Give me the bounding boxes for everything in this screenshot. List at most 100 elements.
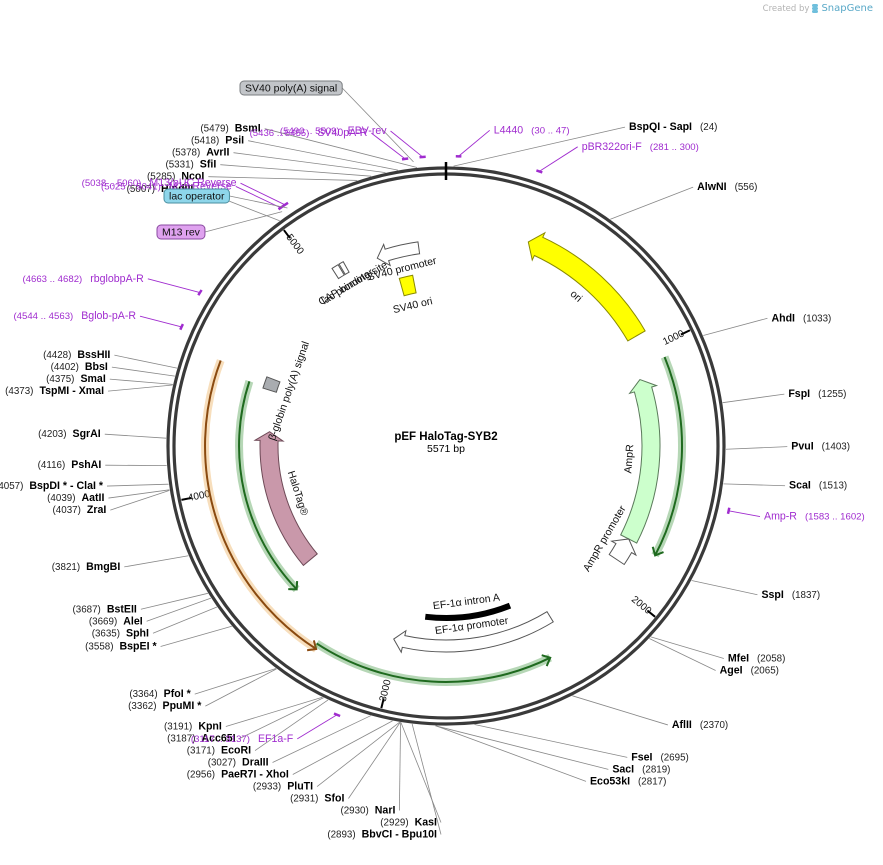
enzyme-label-bbsi[interactable]: (4402)BbsI (51, 361, 108, 373)
enzyme-label-pvui[interactable]: PvuI(1403) (791, 441, 850, 453)
enzyme-label-mfei[interactable]: MfeI(2058) (728, 652, 786, 664)
feature-callout-lac-operator[interactable] (163, 188, 230, 204)
enzyme-label-sphi[interactable]: (3635)SphI (92, 627, 149, 639)
enzyme-name: SapI (670, 121, 692, 133)
enzyme-name: Bpu10I (402, 829, 437, 841)
primer-name: EF1a-F (258, 733, 294, 745)
enzyme-label-psii[interactable]: (5418)PsiI (191, 135, 244, 147)
enzyme-label-alei[interactable]: (3669)AleI (89, 615, 143, 627)
primer-label-m13-puc-reverse[interactable]: (5038 .. 5060)M13/pUC Reverse (82, 177, 237, 189)
enzyme-label-kpni[interactable]: (3191) KpnI (164, 721, 222, 733)
enzyme-label-bspqi[interactable]: BspQI - SapI(24) (629, 121, 717, 133)
enzyme-name: SfiI (200, 159, 217, 171)
feature-label: CAP binding site (316, 259, 389, 308)
enzyme-position: (2930) (340, 806, 368, 817)
enzyme-label-paer7i[interactable]: (2956)PaeR7I - XhoI (187, 769, 289, 781)
enzyme-leader-line (650, 636, 724, 659)
enzyme-label-pshai[interactable]: (4116)PshAI (38, 459, 102, 471)
enzyme-label-bmgbi[interactable]: (3821)BmgBI (52, 561, 121, 573)
enzyme-label-draiii[interactable]: (3027)DraIII (208, 757, 269, 769)
enzyme-label-ppumi[interactable]: (3362)PpuMI * (128, 700, 202, 712)
enzyme-leader-line (114, 354, 178, 369)
enzyme-label-acc65i[interactable]: (3187)Acc65I (167, 733, 236, 745)
primer-range: (3117 .. 3137) (191, 734, 250, 745)
enzyme-name: BspDI * (29, 480, 68, 492)
enzyme-leader-line (725, 446, 788, 450)
enzyme-label-agei[interactable]: AgeI(2065) (720, 664, 779, 676)
enzyme-name: BssHII (77, 349, 110, 361)
enzyme-position: (1255) (818, 389, 846, 400)
enzyme-label-pluti[interactable]: (2933)PluTI (253, 781, 313, 793)
enzyme-name: KpnI (198, 721, 222, 733)
enzyme-label-bspei[interactable]: (3558)BspEI * (85, 640, 157, 652)
enzyme-name: XhoI (266, 769, 289, 781)
enzyme-label-sspi[interactable]: SspI(1837) (761, 589, 820, 601)
tick-mark (380, 698, 385, 709)
enzyme-position: (3669) (89, 616, 117, 627)
enzyme-position: (3687) (73, 604, 101, 615)
enzyme-position: (1513) (819, 481, 847, 492)
enzyme-label-nari[interactable]: (2930)NarI (340, 805, 395, 817)
enzyme-position: (3187) (167, 734, 195, 745)
enzyme-leader-line (435, 725, 587, 782)
enzyme-label-ecori[interactable]: (3171)EcoRI (187, 745, 251, 757)
enzyme-label-fspi[interactable]: FspI(1255) (788, 388, 846, 400)
primer-mark (197, 289, 203, 296)
enzyme-label-bspdi[interactable]: (4057)BspDI * - ClaI * (0, 480, 104, 492)
enzyme-label-aatii[interactable]: (4039)AatII (47, 492, 104, 504)
enzyme-label-pfoi[interactable]: (3364)PfoI * (129, 688, 191, 700)
enzyme-label-tspmi[interactable]: (4373)TspMI - XmaI (5, 385, 104, 397)
enzyme-leader-line (400, 722, 442, 823)
enzyme-label-eco53ki[interactable]: Eco53kI(2817) (590, 775, 666, 787)
enzyme-label-alwni[interactable]: AlwNI(556) (697, 181, 757, 193)
feature-callout-sv40-poly-a-signal[interactable] (239, 80, 343, 96)
enzyme-position: (3191) (164, 722, 192, 733)
enzyme-label-scai[interactable]: ScaI(1513) (789, 480, 847, 492)
enzyme-name: PpuMI * (163, 700, 203, 712)
enzyme-name: EcoRI (221, 745, 251, 757)
enzyme-label-ncoi[interactable]: (5285)NcoI (147, 171, 204, 183)
primer-label-amp-r[interactable]: Amp-R(1583 .. 1602) (764, 511, 865, 523)
enzyme-label-bbvci[interactable]: (2893)BbvCI - Bpu10I (327, 829, 437, 841)
primer-label-ebv-rev[interactable]: (5490 .. 5509)EBV-rev (280, 125, 387, 137)
primer-label-sv40pa-r[interactable]: (5436 .. 5455)SV40pA-R (250, 127, 368, 139)
primer-label-l4440[interactable]: L4440(30 .. 47) (494, 124, 570, 136)
tick-label: 1000 (661, 328, 686, 348)
enzyme-leader-line (703, 317, 768, 336)
enzyme-position: (2931) (290, 794, 318, 805)
enzyme-label-bsteii[interactable]: (3687)BstEII (73, 603, 137, 615)
enzyme-leader-line (111, 366, 175, 377)
enzyme-label-bsshii[interactable]: (4428) BssHII (43, 349, 110, 361)
enzyme-label-fsei[interactable]: FseI(2695) (631, 751, 689, 763)
enzyme-label-sgrai[interactable]: (4203)SgrAI (38, 428, 101, 440)
enzyme-position: (2817) (638, 776, 666, 787)
enzyme-leader-line (691, 580, 758, 596)
green-orf-bottom (316, 642, 551, 683)
enzyme-label-avrii[interactable]: (5378)AvrII (172, 147, 230, 159)
enzyme-label-zrai[interactable]: (4037)ZraI (53, 504, 107, 516)
enzyme-label-bsmi[interactable]: (5479)BsmI (200, 123, 260, 135)
feature-callout-m13-rev[interactable] (156, 224, 206, 240)
enzyme-position: (1033) (803, 313, 831, 324)
enzyme-label-aflii[interactable]: AflII(2370) (672, 719, 728, 731)
enzyme-name: BspQI (629, 121, 660, 133)
enzyme-leader-line (106, 483, 169, 487)
enzyme-position: (3821) (52, 562, 80, 573)
primer-label-pbr322ori-f[interactable]: pBR322ori-F(281 .. 300) (582, 141, 699, 153)
primer-label-bglob-pa-r[interactable]: (4544 .. 4563)Bglob-pA-R (13, 310, 136, 322)
enzyme-position: (4428) (43, 350, 71, 361)
callout-line (204, 211, 283, 233)
primer-leader-line (297, 714, 338, 740)
enzyme-label-ahdi[interactable]: AhdI(1033) (771, 312, 831, 324)
enzyme-leader-line (110, 490, 170, 511)
enzyme-name: BbsI (85, 361, 108, 373)
enzyme-label-smai[interactable]: (4375)SmaI (46, 373, 106, 385)
enzyme-leader-line (292, 720, 393, 775)
primer-label-ef1a-f[interactable]: (3117 .. 3137) EF1a-F (191, 733, 294, 745)
primer-label-rbglobpa-r[interactable]: (4663 .. 4682)rbglobpA-R (22, 273, 144, 285)
enzyme-label-sfii[interactable]: (5331)SfiI (165, 159, 216, 171)
enzyme-label-saci[interactable]: SacI(2819) (612, 763, 670, 775)
enzyme-label-sfoi[interactable]: (2931)SfoI (290, 793, 344, 805)
enzyme-label-kasi[interactable]: (2929)KasI (380, 817, 437, 829)
